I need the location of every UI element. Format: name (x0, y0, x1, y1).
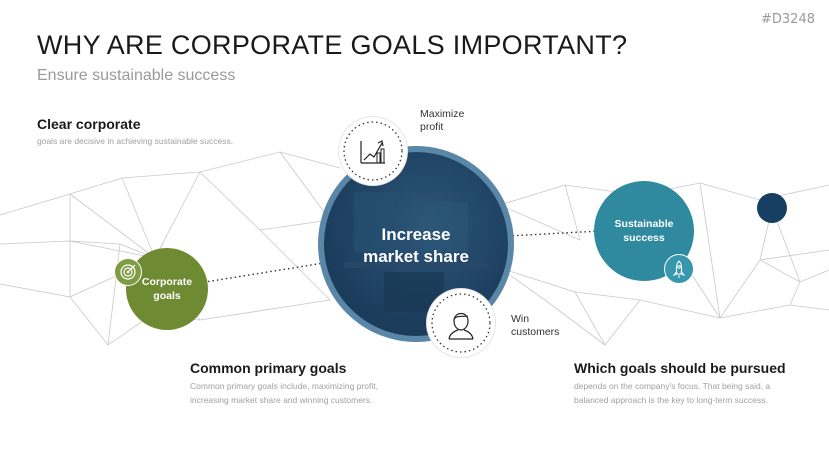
common-goals-heading: Common primary goals (190, 360, 347, 376)
slide-id: #D3248 (761, 12, 815, 27)
common-goals-line1: Common primary goals include, maximizing… (190, 381, 379, 391)
sustainable-line1: Sustainable (614, 218, 674, 230)
profit-caption: Maximize profit (420, 108, 464, 134)
sustainable-line2: success (623, 232, 665, 244)
customers-caption-line2: customers (511, 326, 560, 338)
profit-caption-line2: profit (420, 121, 444, 133)
corporate-goals-node: Corporate goals (126, 248, 208, 330)
small-network-node (757, 193, 787, 223)
common-goals-text: Common primary goals include, maximizing… (190, 379, 378, 407)
customers-caption: Win customers (511, 313, 559, 339)
corporate-goals-line1: Corporate (141, 276, 193, 288)
center-node-line1: Increase (381, 225, 451, 244)
center-node-ring: Increase market share (318, 146, 514, 342)
common-goals-line2: increasing market share and winning cust… (190, 395, 373, 405)
which-goals-text: depends on the company's focus. That bei… (574, 379, 770, 407)
page-subtitle: Ensure sustainable success (37, 67, 236, 84)
center-node-line2: market share (363, 247, 469, 266)
customers-caption-line1: Win (511, 313, 530, 325)
which-goals-line1: depends on the company's focus. That bei… (574, 381, 771, 391)
clear-corporate-text: goals are decisive in achieving sustaina… (37, 136, 234, 146)
corporate-goals-line2: goals (153, 290, 181, 302)
profit-caption-line1: Maximize (420, 108, 465, 120)
connector-right (507, 230, 601, 237)
rising-chart-icon (339, 117, 407, 185)
person-icon (427, 289, 495, 357)
rocket-icon (664, 254, 694, 284)
which-goals-line2: balanced approach is the key to long-ter… (574, 395, 768, 405)
which-goals-heading: Which goals should be pursued (574, 360, 786, 376)
page-title: WHY ARE CORPORATE GOALS IMPORTANT? (37, 30, 628, 60)
clear-corporate-heading: Clear corporate (37, 116, 141, 132)
target-icon (114, 258, 142, 286)
